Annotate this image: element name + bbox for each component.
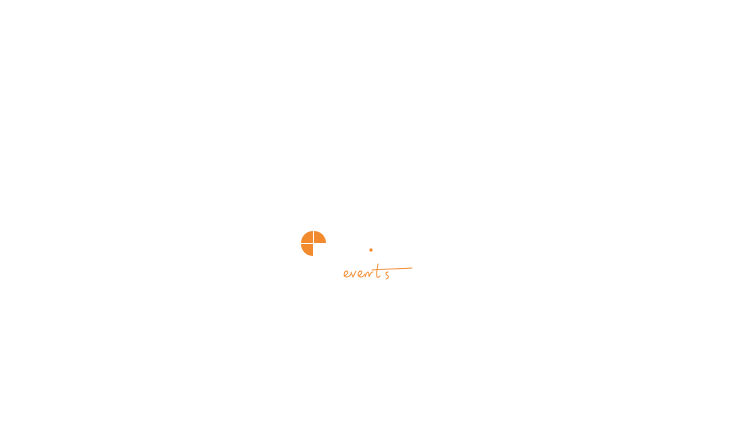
logo-mark-icon (301, 231, 413, 280)
brand-logo (298, 228, 418, 288)
logo-script-events (343, 263, 413, 280)
